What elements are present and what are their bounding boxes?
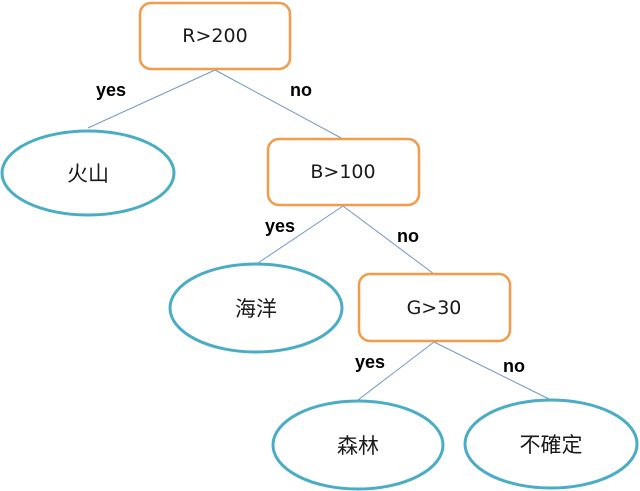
edge-root-to-b-node xyxy=(214,69,344,140)
edge-label-g-no: no xyxy=(503,356,525,376)
decision-node-root-box xyxy=(138,1,292,71)
decision-node-b-label: B>100 xyxy=(310,161,375,183)
leaf-node-volcano-label: 火山 xyxy=(67,162,109,186)
edge-root-to-volcano xyxy=(87,69,216,129)
edge-label-root-no: no xyxy=(290,80,312,100)
decision-node-root-label: R>200 xyxy=(182,25,247,47)
leaf-node-uncertain-label: 不確定 xyxy=(520,433,583,457)
leaf-node-forest-label: 森林 xyxy=(337,434,379,458)
edge-g-node-to-uncertain xyxy=(433,341,552,401)
leaf-node-ocean-label: 海洋 xyxy=(235,297,277,321)
edge-b-node-to-g-node xyxy=(342,205,435,275)
edge-g-node-to-forest xyxy=(357,341,435,401)
decision-node-g-box xyxy=(357,272,512,343)
decision-node-b: B>100 xyxy=(266,137,421,207)
edge-label-b-no: no xyxy=(397,226,419,246)
leaf-node-volcano-ellipse xyxy=(0,129,176,217)
decision-node-g: G>30 xyxy=(357,272,512,343)
leaf-node-ocean: 海洋 xyxy=(168,262,344,354)
leaf-node-uncertain: 不確定 xyxy=(463,398,639,490)
leaf-node-forest: 森林 xyxy=(271,399,445,491)
edge-b-node-to-ocean xyxy=(257,205,344,264)
edge-label-root-yes: yes xyxy=(96,80,126,100)
edge-label-b-yes: yes xyxy=(265,216,295,236)
leaf-node-uncertain-ellipse xyxy=(463,398,639,490)
leaf-node-ocean-ellipse xyxy=(168,262,344,354)
decision-node-root: R>200 xyxy=(138,1,292,71)
edge-label-g-yes: yes xyxy=(355,352,385,372)
leaf-node-forest-ellipse xyxy=(271,399,445,491)
leaf-node-volcano: 火山 xyxy=(0,129,176,217)
decision-node-g-label: G>30 xyxy=(407,297,462,319)
decision-node-b-box xyxy=(266,137,421,207)
